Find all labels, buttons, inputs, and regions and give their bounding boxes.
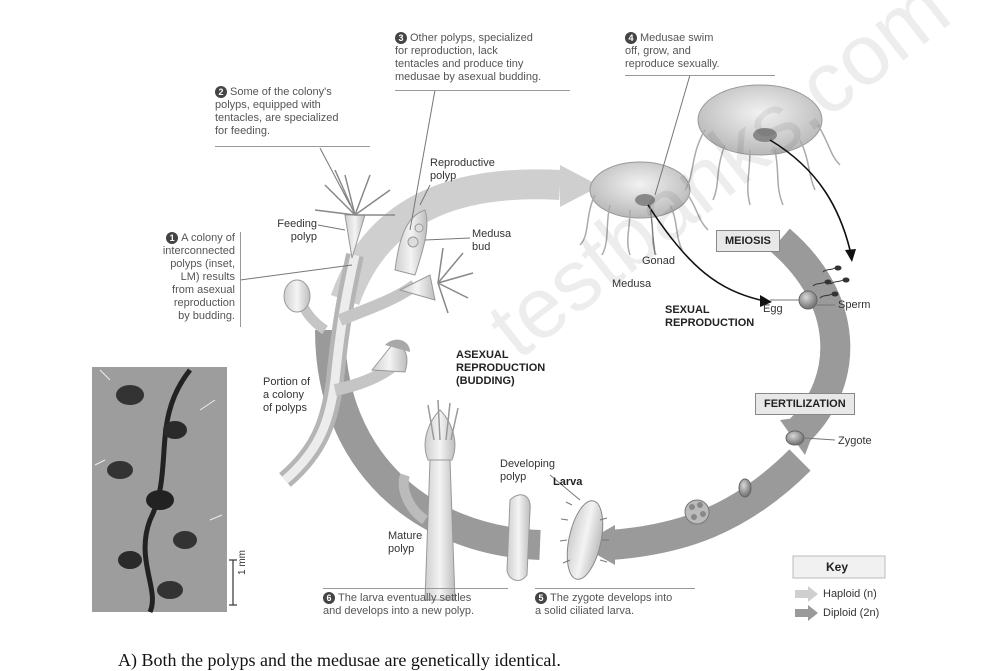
key-title: Key	[826, 560, 849, 574]
egg-arrow	[647, 204, 761, 301]
haploid-key-arrow	[795, 586, 818, 602]
key-diploid-label: Diploid (2n)	[823, 607, 880, 619]
zygote-cell	[785, 430, 805, 446]
sperm-label: Sperm	[838, 299, 871, 311]
egg-cell	[798, 290, 818, 310]
zygote-label: Zygote	[838, 435, 872, 447]
blastula	[684, 499, 710, 525]
fertilization-box: FERTILIZATION	[755, 393, 855, 415]
answer-option-text: A) Both the polyps and the medusae are g…	[118, 650, 561, 670]
pointer-lines	[239, 74, 836, 501]
dividing-embryo	[738, 478, 752, 498]
mature-polyp-illustration	[398, 399, 459, 601]
egg-label: Egg	[763, 303, 783, 315]
medusae	[579, 84, 841, 256]
polyp-colony	[279, 169, 474, 487]
larva-label: Larva	[553, 476, 583, 488]
sperm-arrow	[769, 139, 851, 251]
larva-illustration	[559, 500, 609, 580]
diploid-key-arrow	[795, 605, 818, 621]
meiosis-box: MEIOSIS	[716, 230, 780, 252]
gonad-label: Gonad	[642, 255, 676, 267]
medusa-label: Medusa	[612, 278, 652, 290]
micrograph-inset	[92, 367, 227, 614]
key-title-box	[792, 555, 886, 579]
scale-bar-label: 1 mm	[237, 550, 248, 575]
developing-polyp-illustration	[506, 494, 531, 581]
key-haploid-label: Haploid (n)	[823, 588, 877, 600]
sperm-cells	[812, 265, 850, 299]
